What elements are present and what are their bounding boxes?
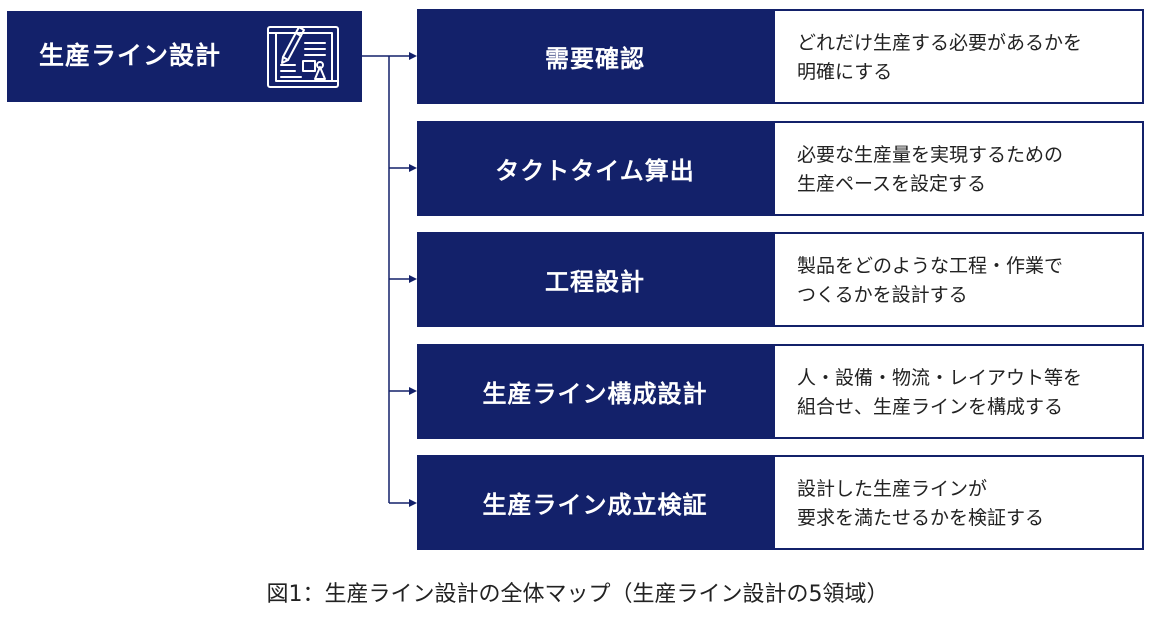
step-row-line-configuration: 生産ライン構成設計 人・設備・物流・レイアウト等を 組合せ、生産ラインを構成する [417,344,1144,439]
step-description: 人・設備・物流・レイアウト等を 組合せ、生産ラインを構成する [773,344,1144,439]
step-row-line-verification: 生産ライン成立検証 設計した生産ラインが 要求を満たせるかを検証する [417,455,1144,550]
step-title: タクトタイム算出 [495,157,695,185]
step-row-takt-time: タクトタイム算出 必要な生産量を実現するための 生産ペースを設定する [417,121,1144,216]
description-line: 生産ペースを設定する [797,173,987,195]
step-row-demand: 需要確認 どれだけ生産する必要があるかを 明確にする [417,9,1144,104]
figure-caption: 図1：生産ライン設計の全体マップ（生産ライン設計の5領域） [266,582,889,607]
root-label: 生産ライン設計 [39,41,222,70]
step-description: どれだけ生産する必要があるかを 明確にする [773,9,1144,104]
step-box: 生産ライン成立検証 [417,455,773,550]
arrow-right-icon [409,164,417,172]
description-line: つくるかを設計する [797,284,968,306]
description-line: 要求を満たせるかを検証する [797,507,1045,529]
step-description: 製品をどのような工程・作業で つくるかを設計する [773,232,1144,327]
step-box: タクトタイム算出 [417,121,773,216]
step-description: 設計した生産ラインが 要求を満たせるかを検証する [773,455,1144,550]
description-line: 人・設備・物流・レイアウト等を [797,367,1083,389]
description-line: 必要な生産量を実現するための [797,144,1064,166]
description-line: 製品をどのような工程・作業で [797,255,1064,277]
blueprint-icon [267,26,339,88]
step-box: 生産ライン構成設計 [417,344,773,439]
step-title: 生産ライン成立検証 [482,491,708,519]
step-box: 需要確認 [417,9,773,104]
step-title: 工程設計 [545,268,645,296]
step-title: 需要確認 [545,45,645,73]
description-line: 設計した生産ラインが [797,478,988,500]
root-node: 生産ライン設計 [7,11,362,102]
description-line: 明確にする [797,61,893,83]
arrow-right-icon [409,275,417,283]
arrow-right-icon [409,499,417,507]
arrow-right-icon [409,52,417,60]
description-line: 組合せ、生産ラインを構成する [797,396,1064,418]
step-box: 工程設計 [417,232,773,327]
step-title: 生産ライン構成設計 [482,380,708,408]
step-description: 必要な生産量を実現するための 生産ペースを設定する [773,121,1144,216]
arrow-right-icon [409,387,417,395]
description-line: どれだけ生産する必要があるかを [797,32,1083,54]
step-row-process-design: 工程設計 製品をどのような工程・作業で つくるかを設計する [417,232,1144,327]
